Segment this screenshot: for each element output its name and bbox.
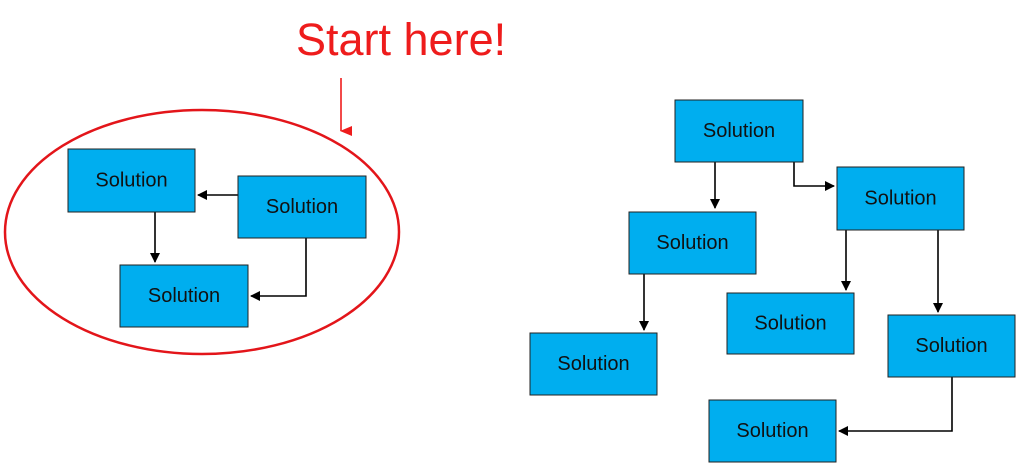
highlight-ellipse [3,108,401,356]
callout-text: Start here! [296,14,506,65]
solution-box-t7: Solution [708,399,837,463]
tree-connectors [639,162,953,436]
connector-t1-t3 [793,162,835,191]
solution-box-s1: Solution [67,148,196,213]
solution-box-t4: Solution [529,332,658,396]
solution-box-t5: Solution [726,292,855,355]
solution-box-s3: Solution [119,264,249,328]
connector-t6-t7 [838,377,953,436]
solution-box-t1: Solution [674,99,804,163]
solution-label: Solution [557,353,629,375]
solution-label: Solution [95,170,167,192]
solution-label: Solution [754,313,826,335]
solution-box-t6: Solution [887,314,1016,378]
solution-box-t3: Solution [836,166,965,231]
solution-label: Solution [703,120,775,142]
solution-box-s2: Solution [237,175,367,239]
solution-label: Solution [656,232,728,254]
solution-label: Solution [864,188,936,210]
highlighted-group-connectors [150,190,307,301]
connector-s2-s3 [250,238,307,301]
solution-label: Solution [736,420,808,442]
solution-label: Solution [148,285,220,307]
solution-box-t2: Solution [628,211,757,275]
solution-label: Solution [266,196,338,218]
solution-label: Solution [915,335,987,357]
